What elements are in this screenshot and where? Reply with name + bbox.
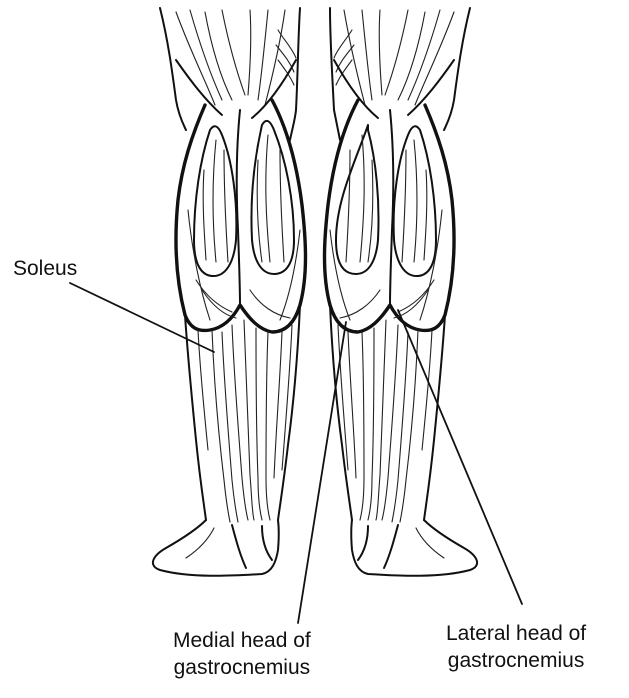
soleus-leader-line (70, 283, 214, 352)
soleus-label-text: Soleus (13, 255, 77, 282)
medial-head-label: Medial head of gastrocnemius (173, 627, 311, 681)
lateral-head-label-line2: gastrocnemius (446, 647, 586, 674)
lateral-head-label-line1: Lateral head of (446, 620, 586, 647)
medial-head-label-line2: gastrocnemius (173, 654, 311, 681)
left-leg (153, 8, 306, 576)
lateral-head-label: Lateral head of gastrocnemius (446, 620, 586, 674)
lateral-head-leader-line (398, 310, 522, 604)
medial-head-label-line1: Medial head of (173, 627, 311, 654)
right-leg (325, 8, 478, 576)
medial-head-leader-line (298, 322, 346, 623)
soleus-label: Soleus (13, 255, 77, 282)
